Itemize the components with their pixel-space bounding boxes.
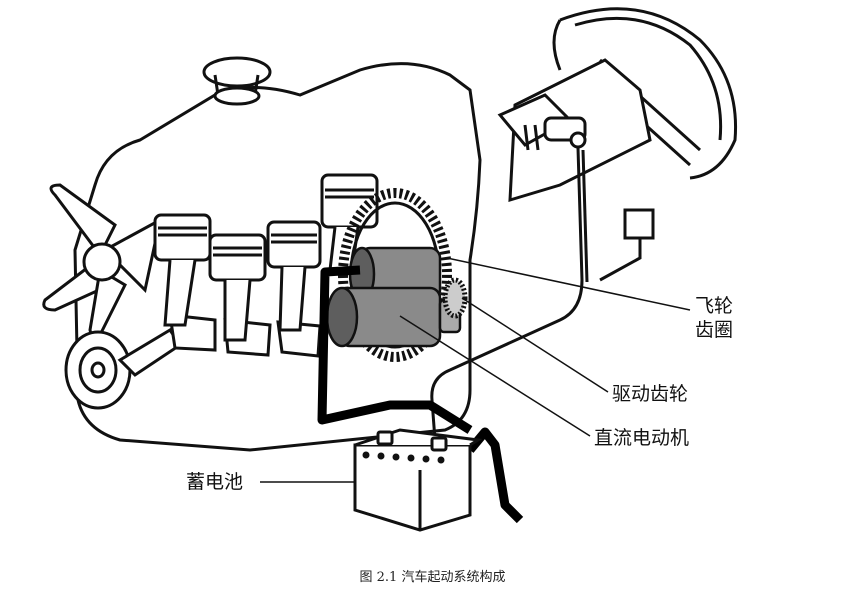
piston-1 bbox=[153, 213, 212, 327]
label-flywheel-line1: 飞轮 bbox=[695, 295, 734, 317]
figure-caption: 图 2.1 汽车起动系统构成 bbox=[359, 570, 506, 585]
ignition-switch bbox=[497, 58, 652, 203]
battery-cables bbox=[317, 265, 524, 524]
ignition-wiring bbox=[430, 147, 655, 441]
label-battery: 蓄电池 bbox=[186, 471, 244, 493]
leader-lines bbox=[260, 257, 691, 483]
drive-gear bbox=[442, 277, 468, 319]
leader-dc-motor bbox=[399, 315, 591, 437]
leader-drive-gear bbox=[461, 297, 609, 393]
dc-motor bbox=[325, 286, 462, 348]
fan bbox=[42, 183, 163, 339]
leader-flywheel bbox=[446, 257, 691, 311]
label-dc-motor: 直流电动机 bbox=[594, 427, 690, 449]
crank-pulley bbox=[64, 330, 132, 410]
battery bbox=[353, 428, 483, 532]
piston-2 bbox=[208, 233, 267, 342]
label-drive-gear: 驱动齿轮 bbox=[612, 383, 689, 405]
piston-3 bbox=[266, 220, 322, 332]
label-flywheel-line2: 齿圈 bbox=[695, 319, 734, 341]
